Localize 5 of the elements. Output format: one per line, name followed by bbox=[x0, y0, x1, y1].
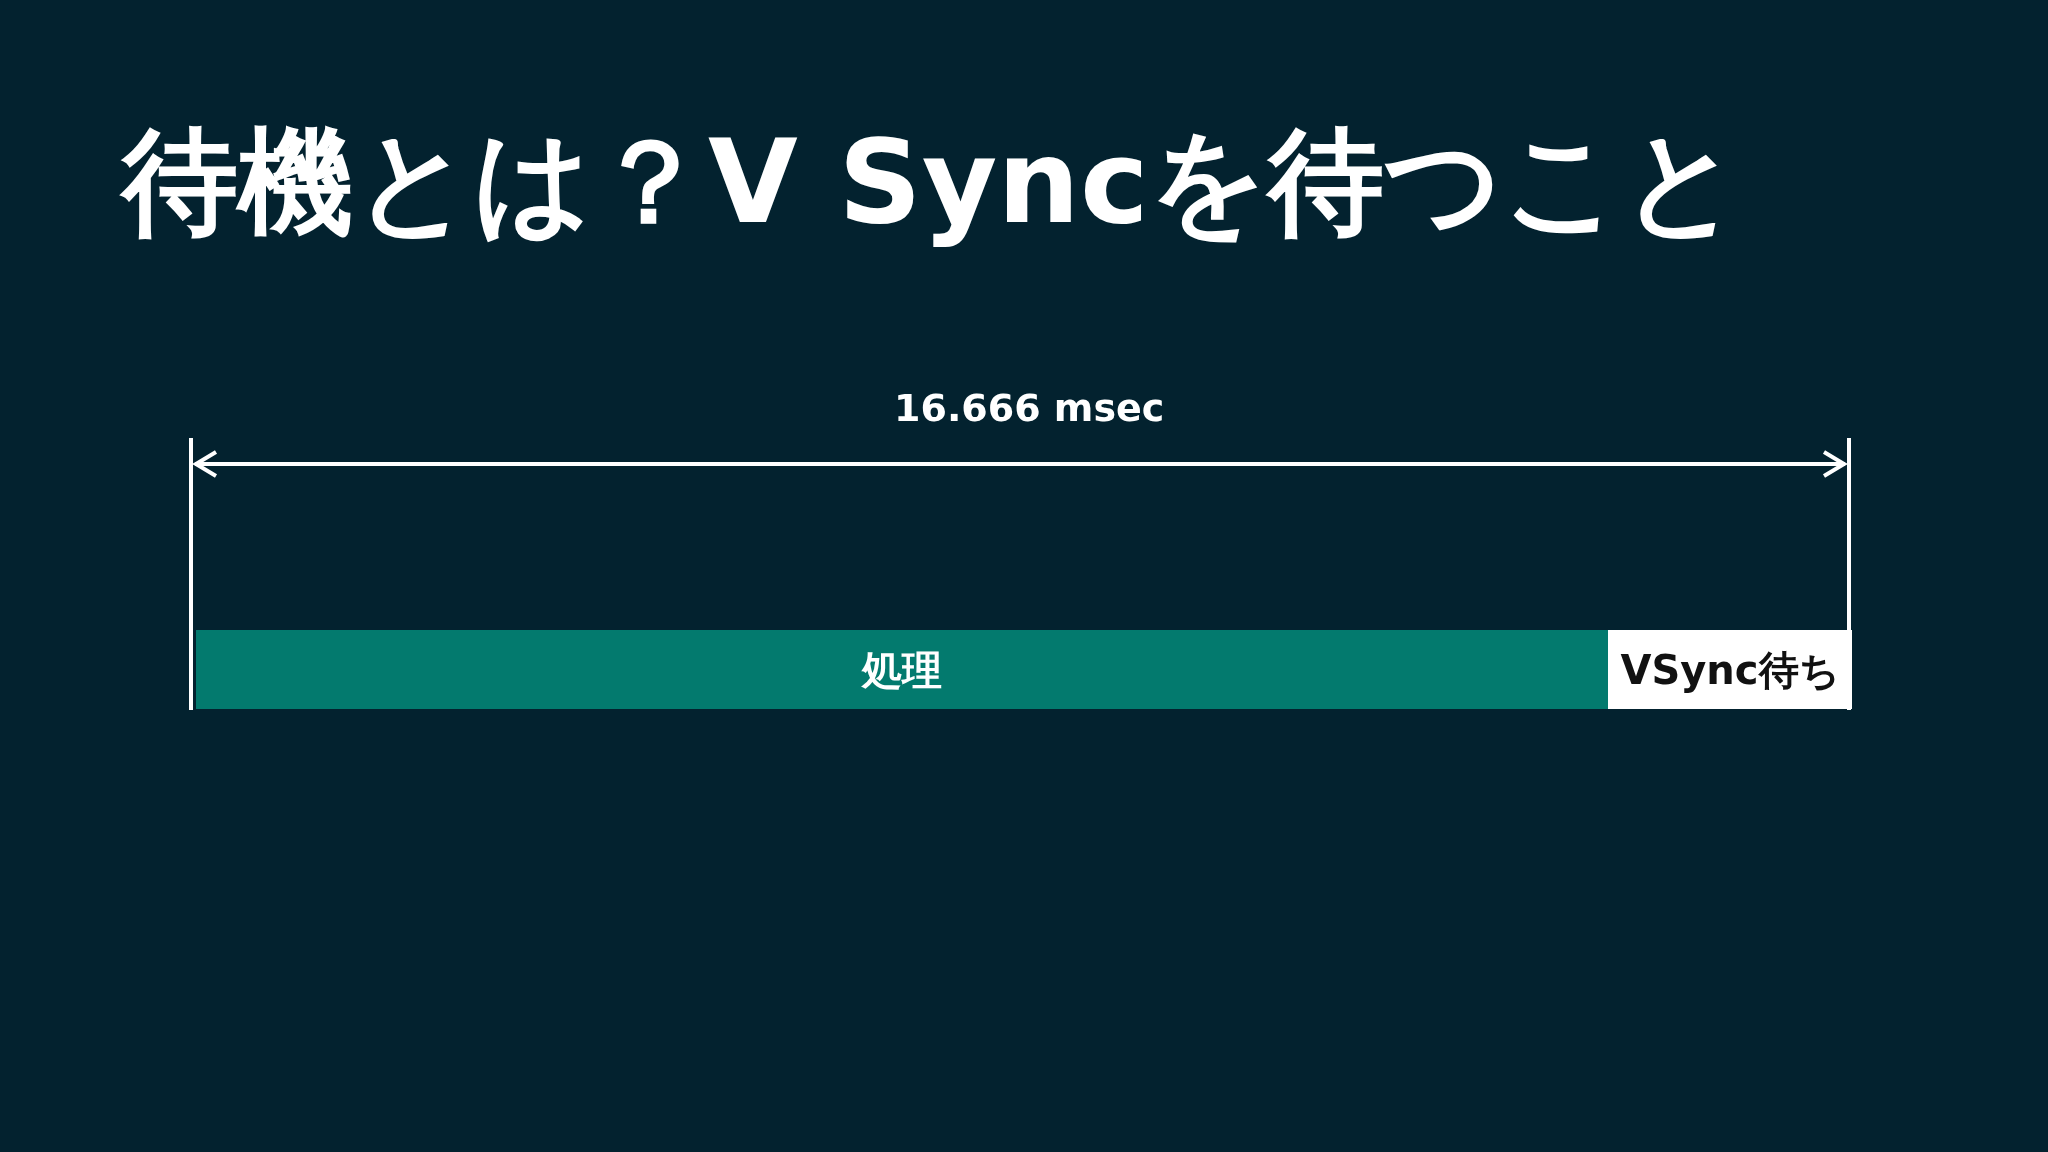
wait-bar bbox=[1608, 630, 1852, 709]
segment-label: 処理 bbox=[862, 645, 942, 694]
dimension-label: 16.666 msec bbox=[894, 386, 1165, 432]
segment-label: VSync待ち bbox=[1620, 645, 1840, 694]
processing-bar bbox=[196, 630, 1608, 709]
